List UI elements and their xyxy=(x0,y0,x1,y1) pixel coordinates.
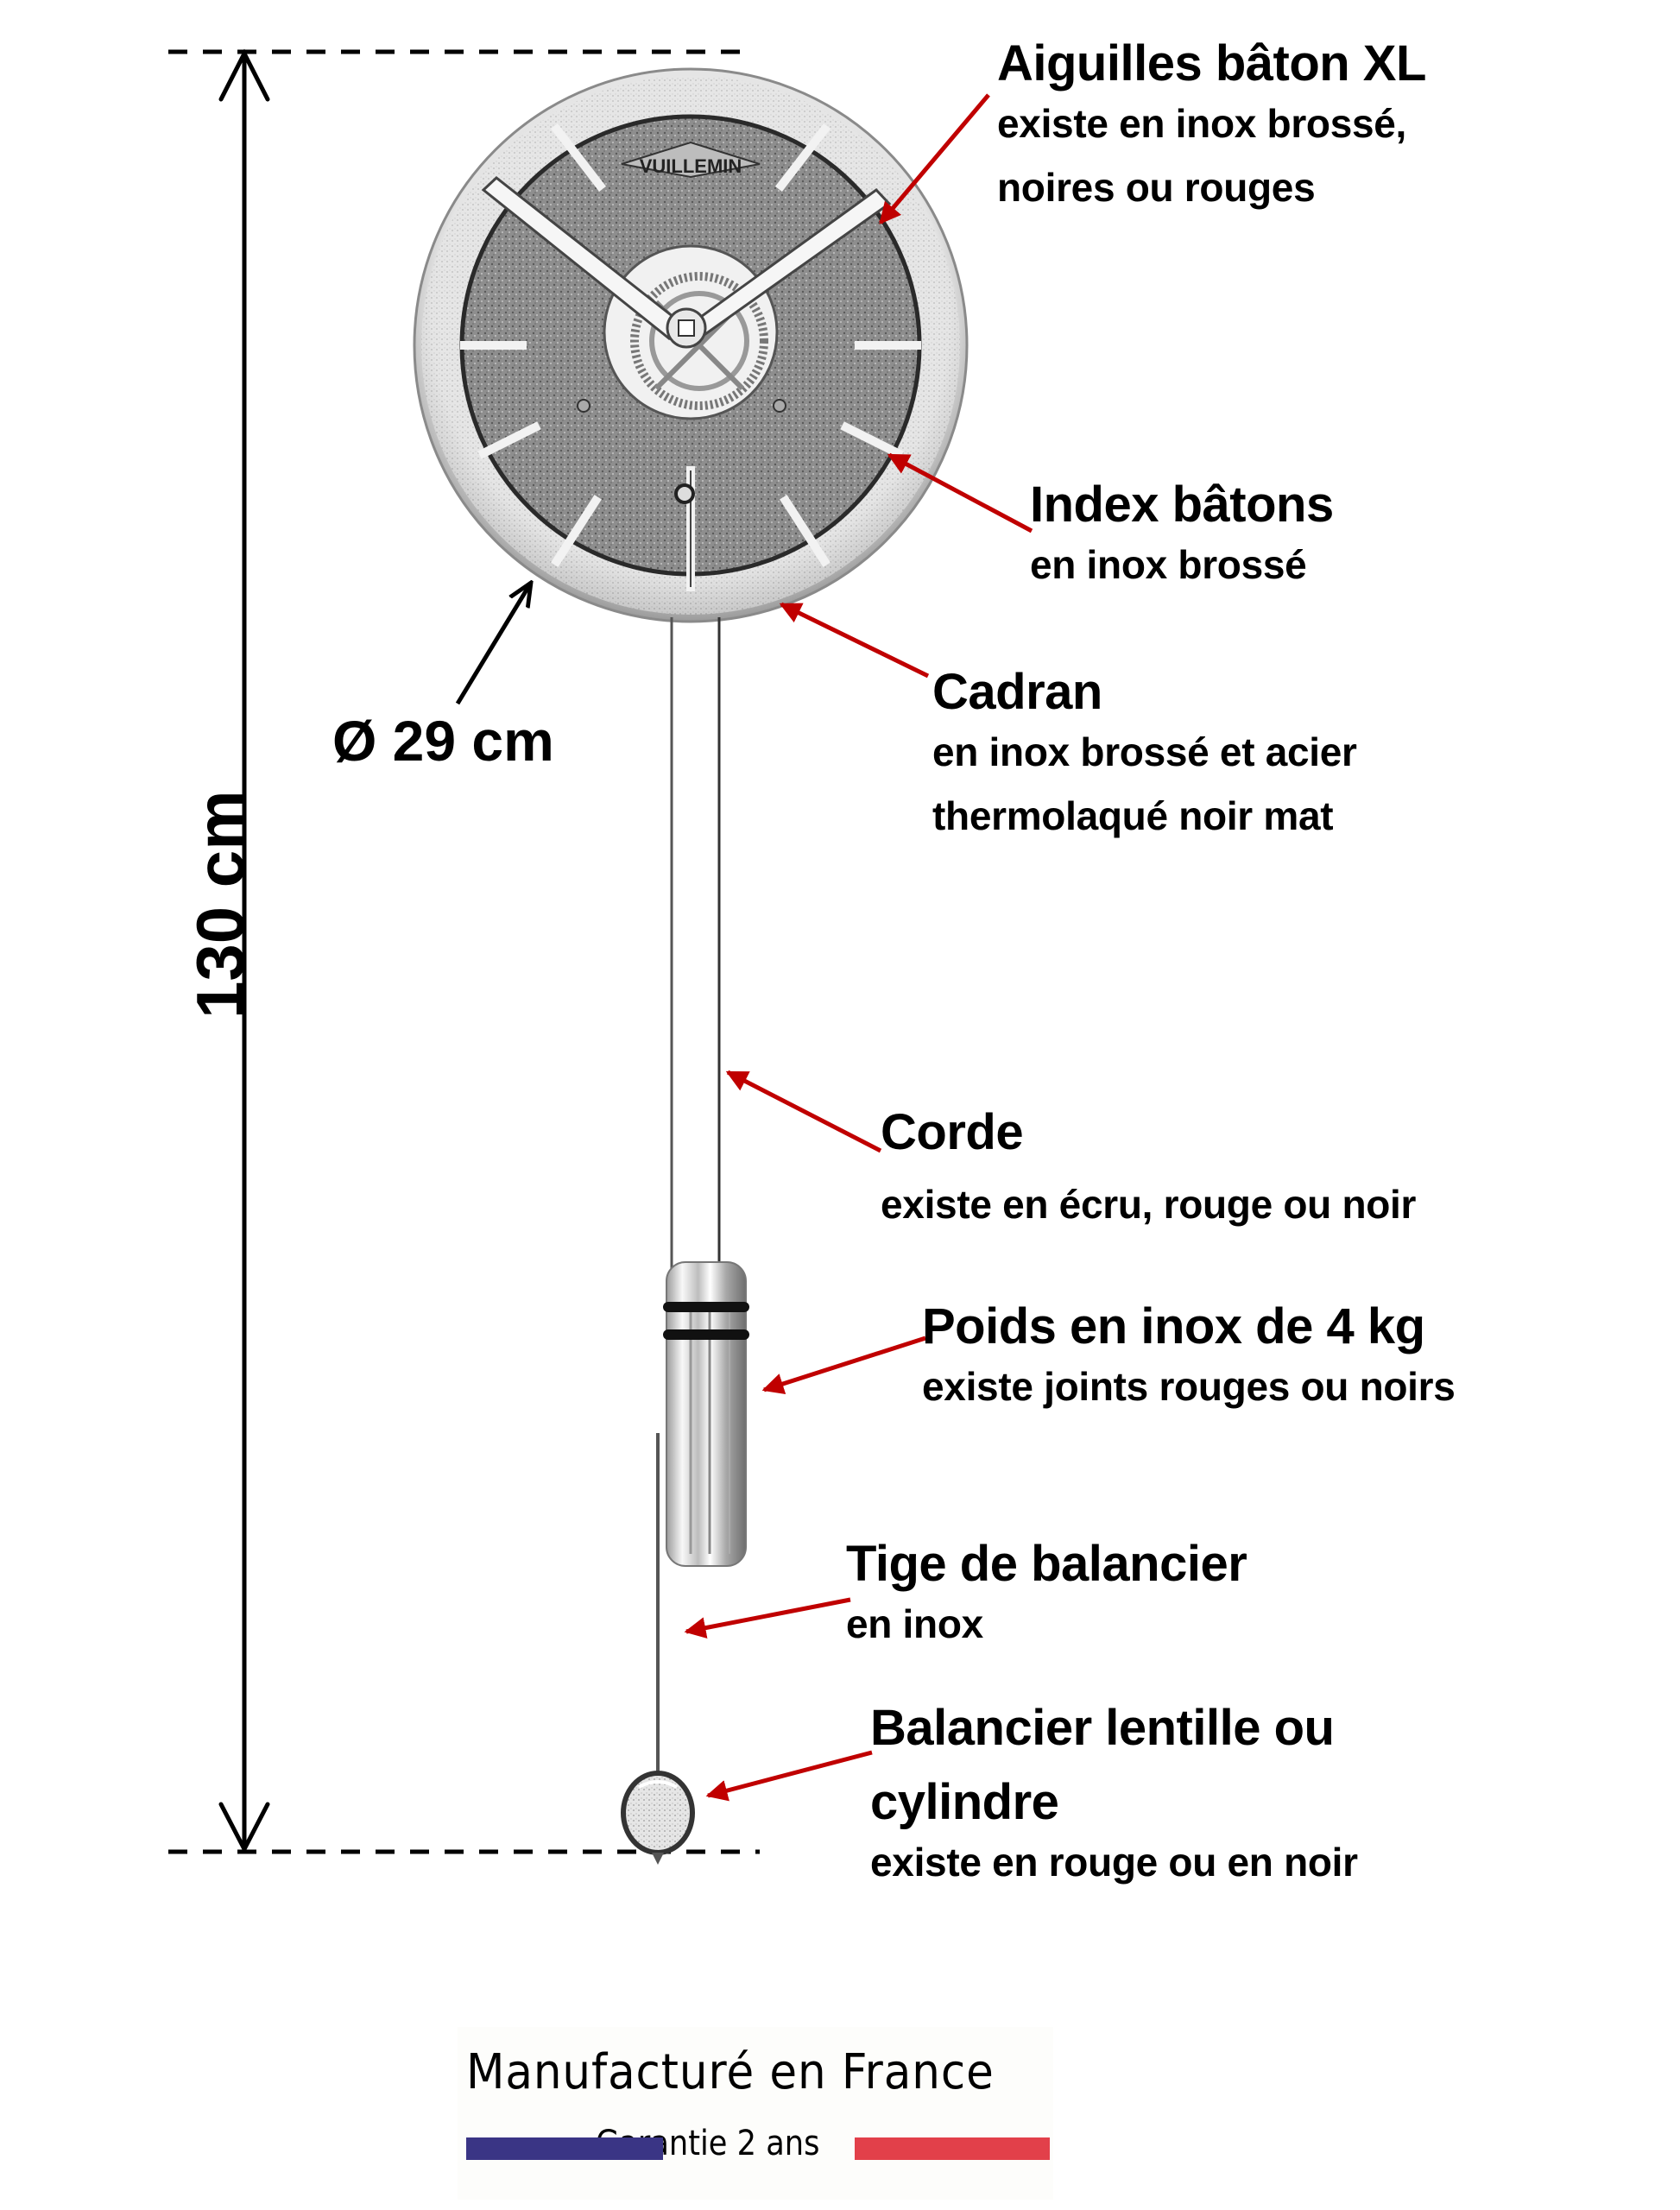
diameter-dimension-label: Ø 29 cm xyxy=(332,709,554,773)
callout-line: existe en rouge ou en noir xyxy=(870,1839,1358,1885)
callout-index: Index bâtons en inox brossé xyxy=(1030,477,1334,597)
height-dimension-label: 130 cm xyxy=(182,790,258,1019)
callout-line: en inox brossé et acier xyxy=(932,729,1357,774)
arrow-dial xyxy=(779,602,930,679)
badge-red-bar xyxy=(855,2137,1050,2160)
callout-line: existe joints rouges ou noirs xyxy=(922,1363,1456,1409)
callout-line: en inox brossé xyxy=(1030,541,1307,587)
callout-title: Tige de balancier xyxy=(846,1536,1247,1592)
callout-title: Cadran xyxy=(932,664,1102,720)
arrow-cord xyxy=(725,1070,882,1153)
callout-bob: Balancier lentille ou cylindre existe en… xyxy=(870,1701,1358,1894)
badge-title: Manufacturé en France xyxy=(466,2044,995,2100)
arrow-bob xyxy=(705,1750,873,1802)
callout-line: noires ou rouges xyxy=(997,164,1316,210)
height-dimension-arrow xyxy=(218,48,270,1854)
clock-face: VUILLEMIN xyxy=(413,67,969,623)
clock-hands xyxy=(481,176,892,349)
weight-cylinder xyxy=(663,1261,749,1567)
arrow-weight xyxy=(761,1335,926,1395)
callout-title: Balancier lentille ou xyxy=(870,1700,1335,1756)
callout-title: Corde xyxy=(881,1104,1024,1160)
callout-title: Poids en inox de 4 kg xyxy=(922,1298,1425,1354)
callout-title: Index bâtons xyxy=(1030,477,1334,533)
callout-dial: Cadran en inox brossé et acier thermolaq… xyxy=(932,665,1357,848)
callout-title: Aiguilles bâton XL xyxy=(997,35,1426,92)
callout-line: existe en inox brossé, xyxy=(997,100,1407,146)
pendulum-bob xyxy=(621,1771,695,1865)
brand-logo: VUILLEMIN xyxy=(621,141,761,179)
made-in-france-badge: Manufacturé en France Garantie 2 ans xyxy=(458,2027,1053,2200)
callout-rod: Tige de balancier en inox xyxy=(846,1537,1247,1656)
arrow-rod xyxy=(684,1597,851,1639)
badge-blue-bar xyxy=(466,2137,663,2160)
callout-title: cylindre xyxy=(870,1773,1059,1830)
callout-line: en inox xyxy=(846,1601,983,1646)
callout-line: thermolaqué noir mat xyxy=(932,792,1334,838)
callout-weight: Poids en inox de 4 kg existe joints roug… xyxy=(922,1299,1456,1418)
arrow-index xyxy=(887,452,1033,534)
callout-cord: Corde existe en écru, rouge ou noir xyxy=(881,1105,1416,1236)
diameter-arrow xyxy=(455,583,531,705)
arrow-hands xyxy=(879,93,990,224)
svg-text:VUILLEMIN: VUILLEMIN xyxy=(640,155,742,177)
callout-line: existe en écru, rouge ou noir xyxy=(881,1181,1417,1227)
callout-hands: Aiguilles bâton XL existe en inox brossé… xyxy=(997,36,1426,219)
callout-arrows xyxy=(684,93,1033,1802)
